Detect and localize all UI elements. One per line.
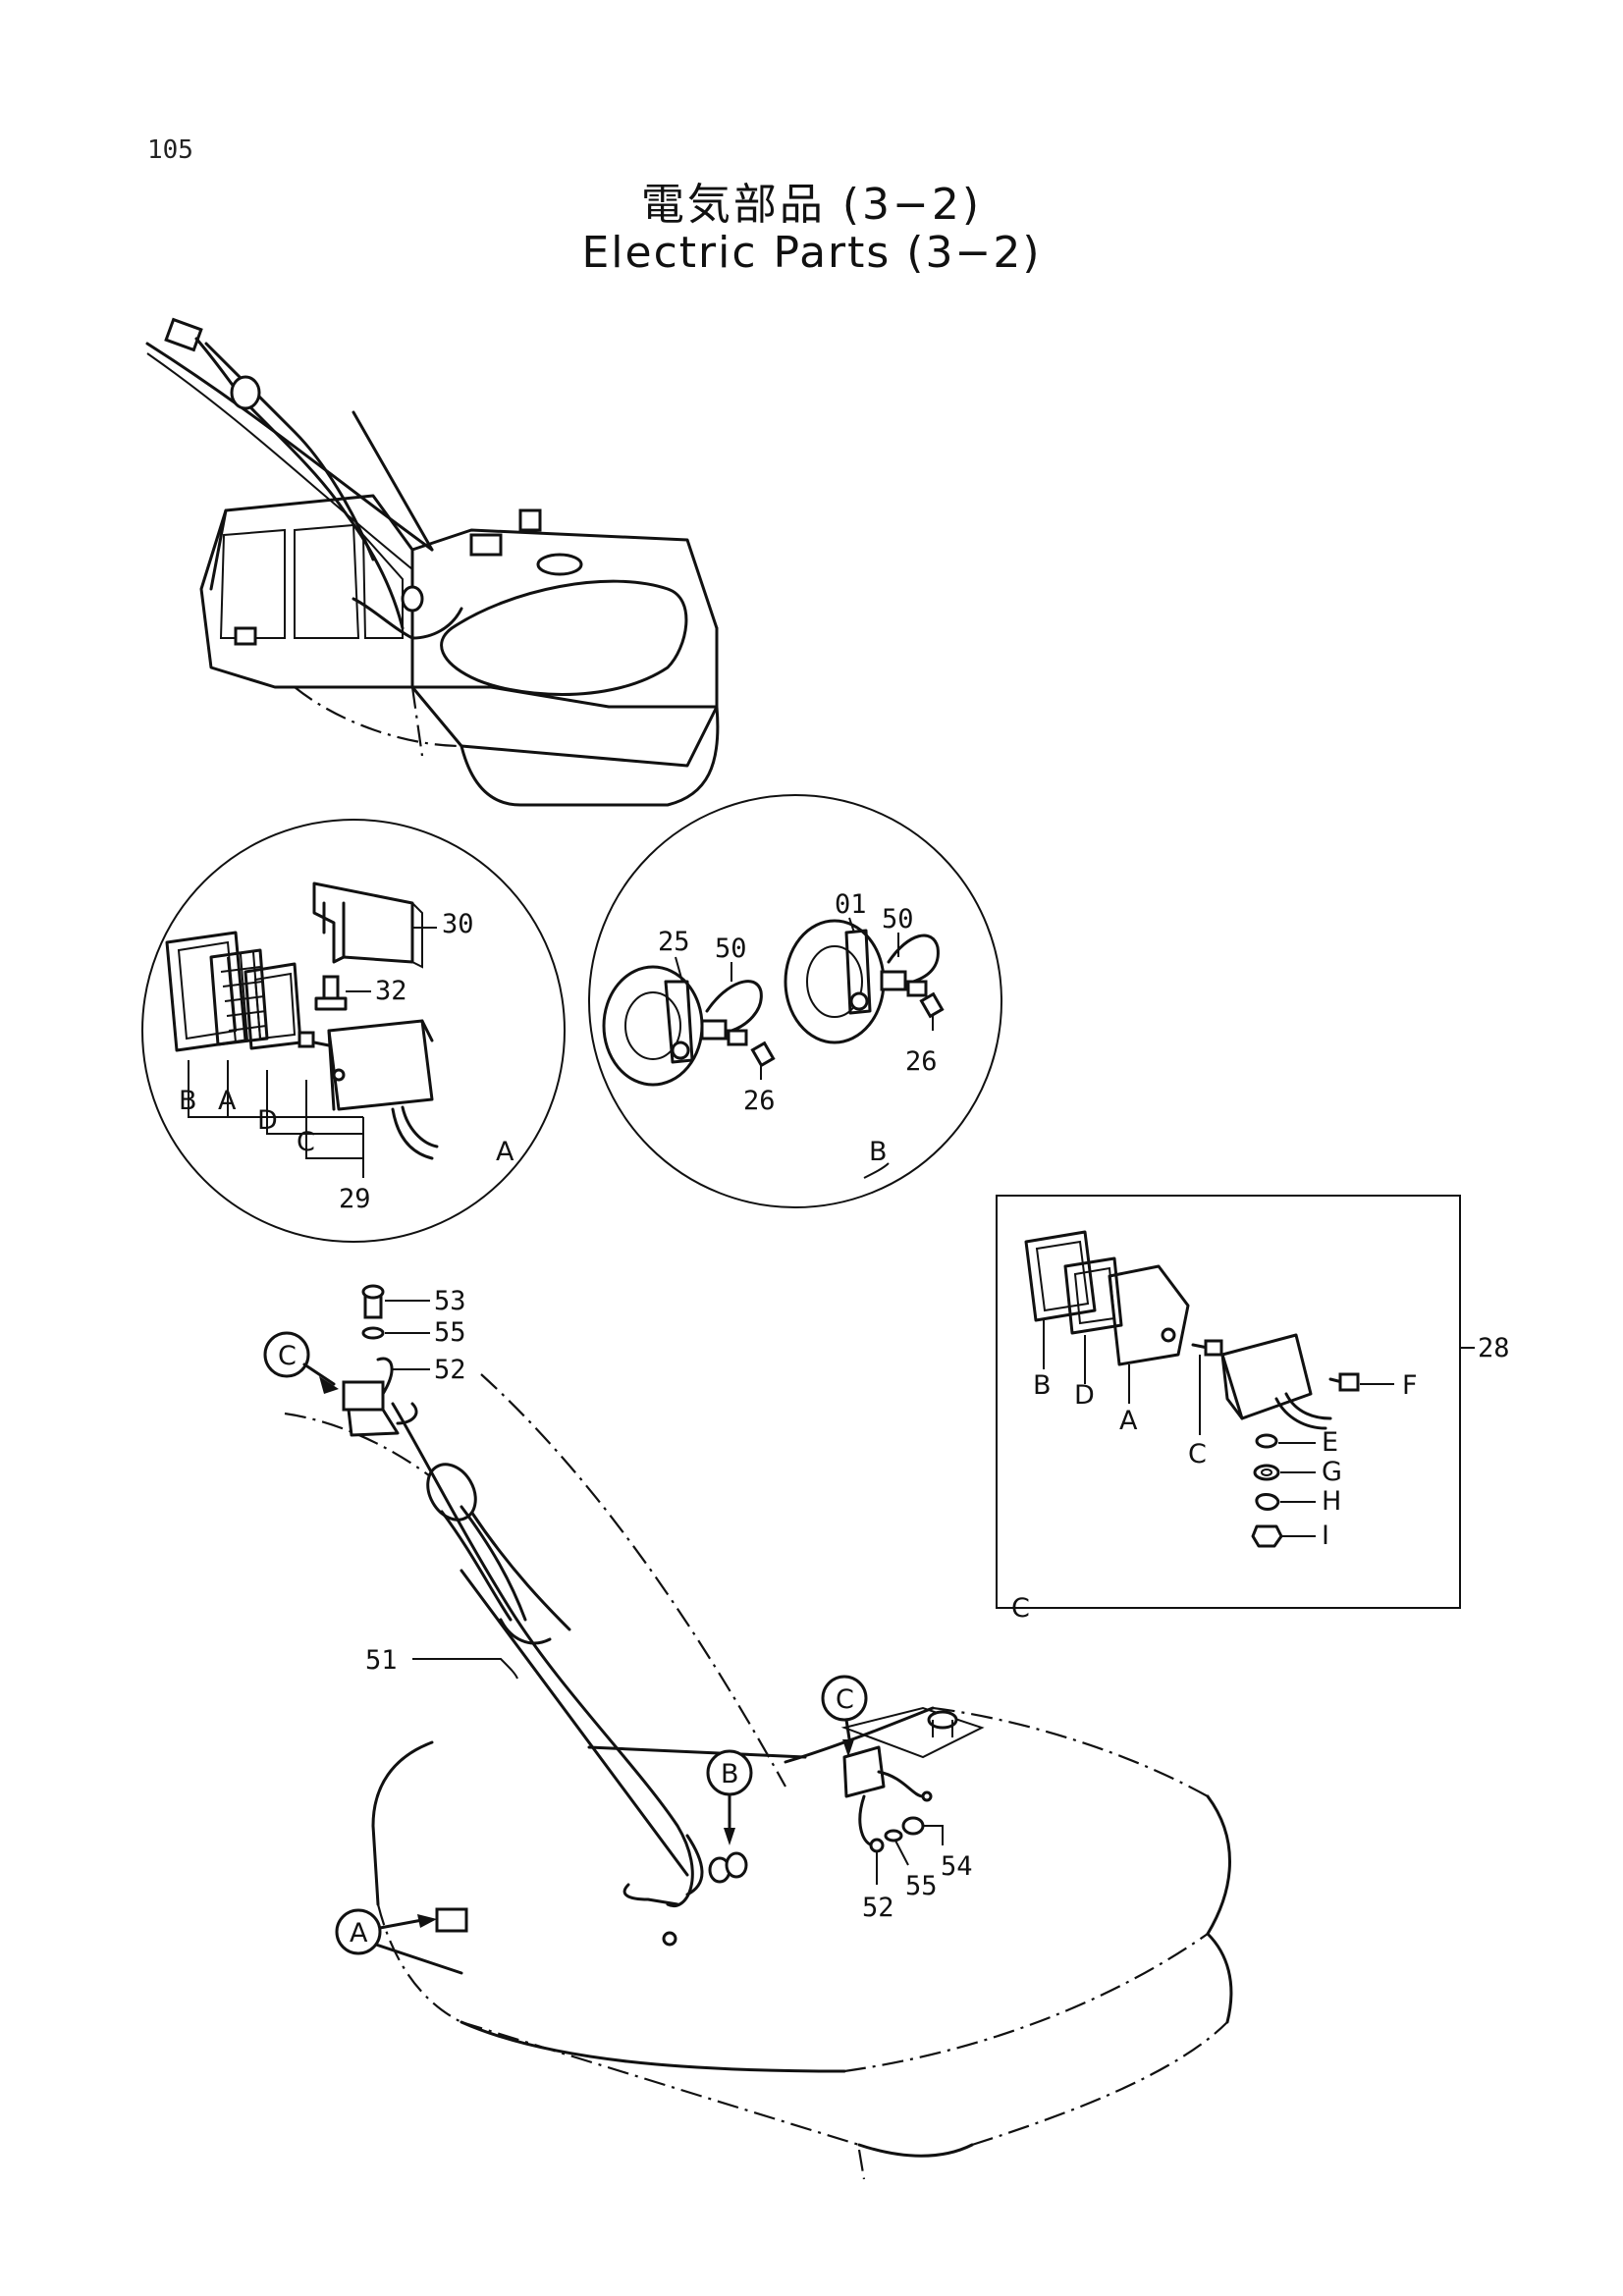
- detail-c-letter-i: I: [1322, 1521, 1329, 1551]
- detail-a-work-light: B A D C 30 32 29 A: [141, 819, 566, 1243]
- detail-c-caption: C: [1011, 1593, 1030, 1624]
- detail-b-part-26-left: 26: [743, 1086, 776, 1116]
- page-title-japanese: 電気部品 (3−2): [640, 180, 983, 230]
- detail-a-part-29: 29: [339, 1184, 371, 1214]
- main-callout-c-rear: C: [836, 1684, 854, 1715]
- detail-a-letter-b: B: [179, 1086, 197, 1116]
- main-part-55-rear: 55: [905, 1871, 938, 1901]
- detail-c-letter-d: D: [1074, 1380, 1095, 1411]
- detail-a-caption: A: [496, 1137, 514, 1167]
- page-number: 105: [147, 135, 193, 165]
- detail-b-part-01: 01: [835, 889, 867, 920]
- detail-c-letter-a: A: [1119, 1406, 1138, 1436]
- detail-a-letter-a: A: [218, 1086, 237, 1116]
- overview-excavator-illustration: [145, 317, 720, 807]
- page-title-english: Electric Parts (3−2): [581, 228, 1042, 278]
- detail-a-letter-c: C: [297, 1127, 315, 1157]
- main-part-52-rear: 52: [862, 1893, 894, 1923]
- detail-a-part-32: 32: [375, 976, 407, 1006]
- main-callout-c-top: C: [278, 1341, 297, 1371]
- detail-b-caption: B: [869, 1137, 888, 1167]
- detail-c-letter-b: B: [1033, 1370, 1052, 1401]
- detail-a-letter-d: D: [257, 1105, 278, 1136]
- detail-b-part-25: 25: [658, 927, 690, 957]
- detail-b-horn: 25 50 26 01 50 26 B: [588, 794, 1002, 1208]
- detail-b-part-26-right: 26: [905, 1046, 938, 1077]
- main-part-54: 54: [941, 1851, 973, 1882]
- detail-c-letter-h: H: [1322, 1486, 1341, 1517]
- main-callout-b: B: [721, 1759, 739, 1789]
- main-part-53: 53: [434, 1286, 466, 1316]
- detail-c-letter-e: E: [1322, 1427, 1338, 1458]
- main-view-illustration: C B C A 53 55 52 51 52 55 54: [263, 1284, 1233, 2180]
- detail-c-letter-c: C: [1188, 1439, 1207, 1469]
- detail-c-lamp-assembly: B D A C F E G H I 28 C: [996, 1195, 1510, 1624]
- main-part-55-top: 55: [434, 1317, 466, 1348]
- detail-c-assembly-28: 28: [1478, 1333, 1510, 1363]
- detail-b-part-50-right: 50: [882, 904, 914, 934]
- detail-b-part-50-left: 50: [715, 934, 747, 964]
- detail-a-part-30: 30: [442, 909, 474, 939]
- main-part-51: 51: [365, 1645, 398, 1676]
- detail-c-letter-g: G: [1322, 1457, 1342, 1487]
- detail-c-letter-f: F: [1402, 1370, 1418, 1401]
- main-callout-a: A: [350, 1918, 368, 1949]
- main-part-52-top: 52: [434, 1355, 466, 1385]
